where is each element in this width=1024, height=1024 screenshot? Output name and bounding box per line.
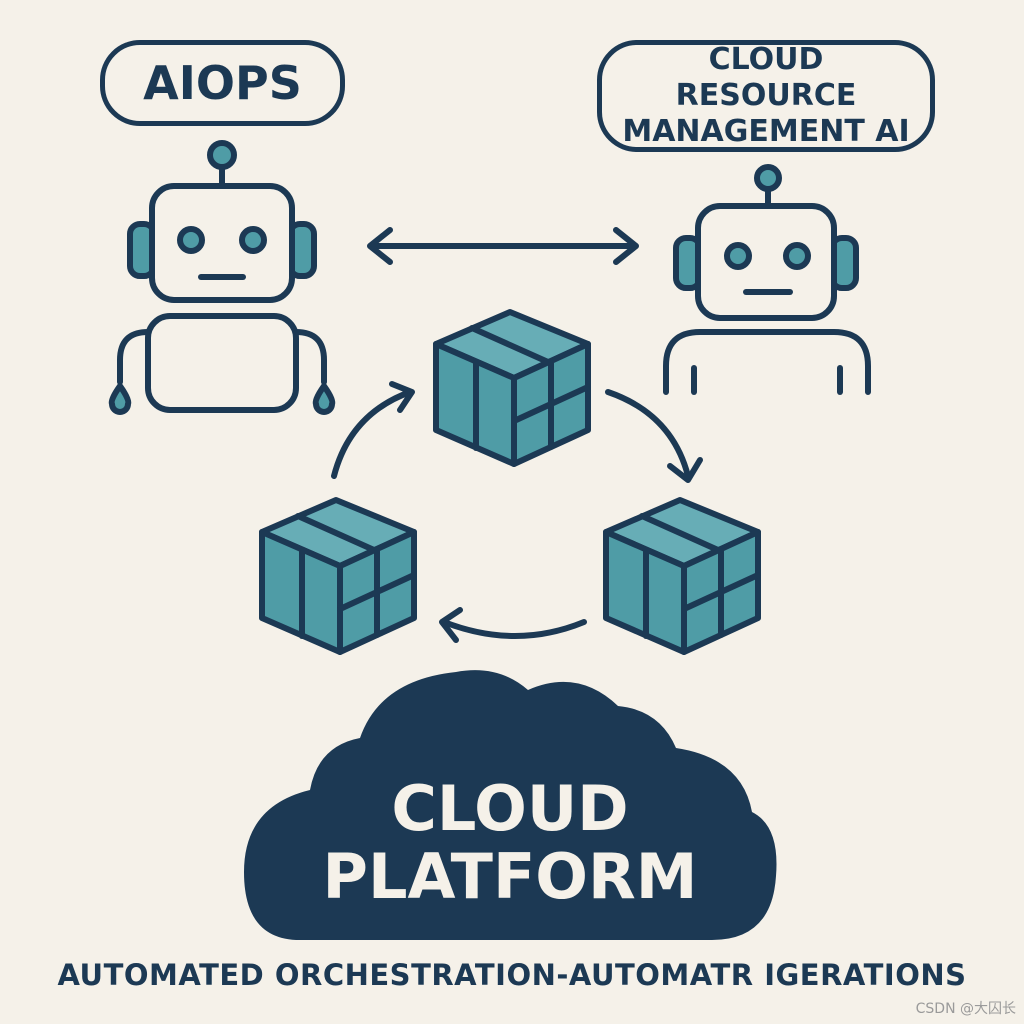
cloud-resource-management-label: CLOUD RESOURCE MANAGEMENT AI <box>597 40 935 152</box>
cloud-icon <box>244 670 777 940</box>
aiops-robot-icon <box>108 140 336 415</box>
aiops-label: AIOPS <box>100 40 345 126</box>
container-cube-right-icon <box>603 497 761 655</box>
aiops-label-text: AIOPS <box>143 56 302 110</box>
cloud-resource-robot-icon <box>663 164 871 395</box>
container-cube-left-icon <box>259 497 417 655</box>
cloud-platform-title-line2: PLATFORM <box>322 840 698 913</box>
cloud-resource-label-line2: MANAGEMENT AI <box>622 114 910 149</box>
circular-arrow-icon <box>331 381 703 643</box>
watermark: CSDN @大囚长 <box>915 1001 1016 1017</box>
container-cube-top-icon <box>433 309 591 467</box>
diagram-caption: AUTOMATED ORCHESTRATION-AUTOMATR IGERATI… <box>57 958 967 992</box>
cloud-resource-label-line1: CLOUD RESOURCE <box>675 42 857 113</box>
double-arrow-icon <box>367 227 639 265</box>
cloud-platform-title-line1: CLOUD <box>391 772 629 845</box>
